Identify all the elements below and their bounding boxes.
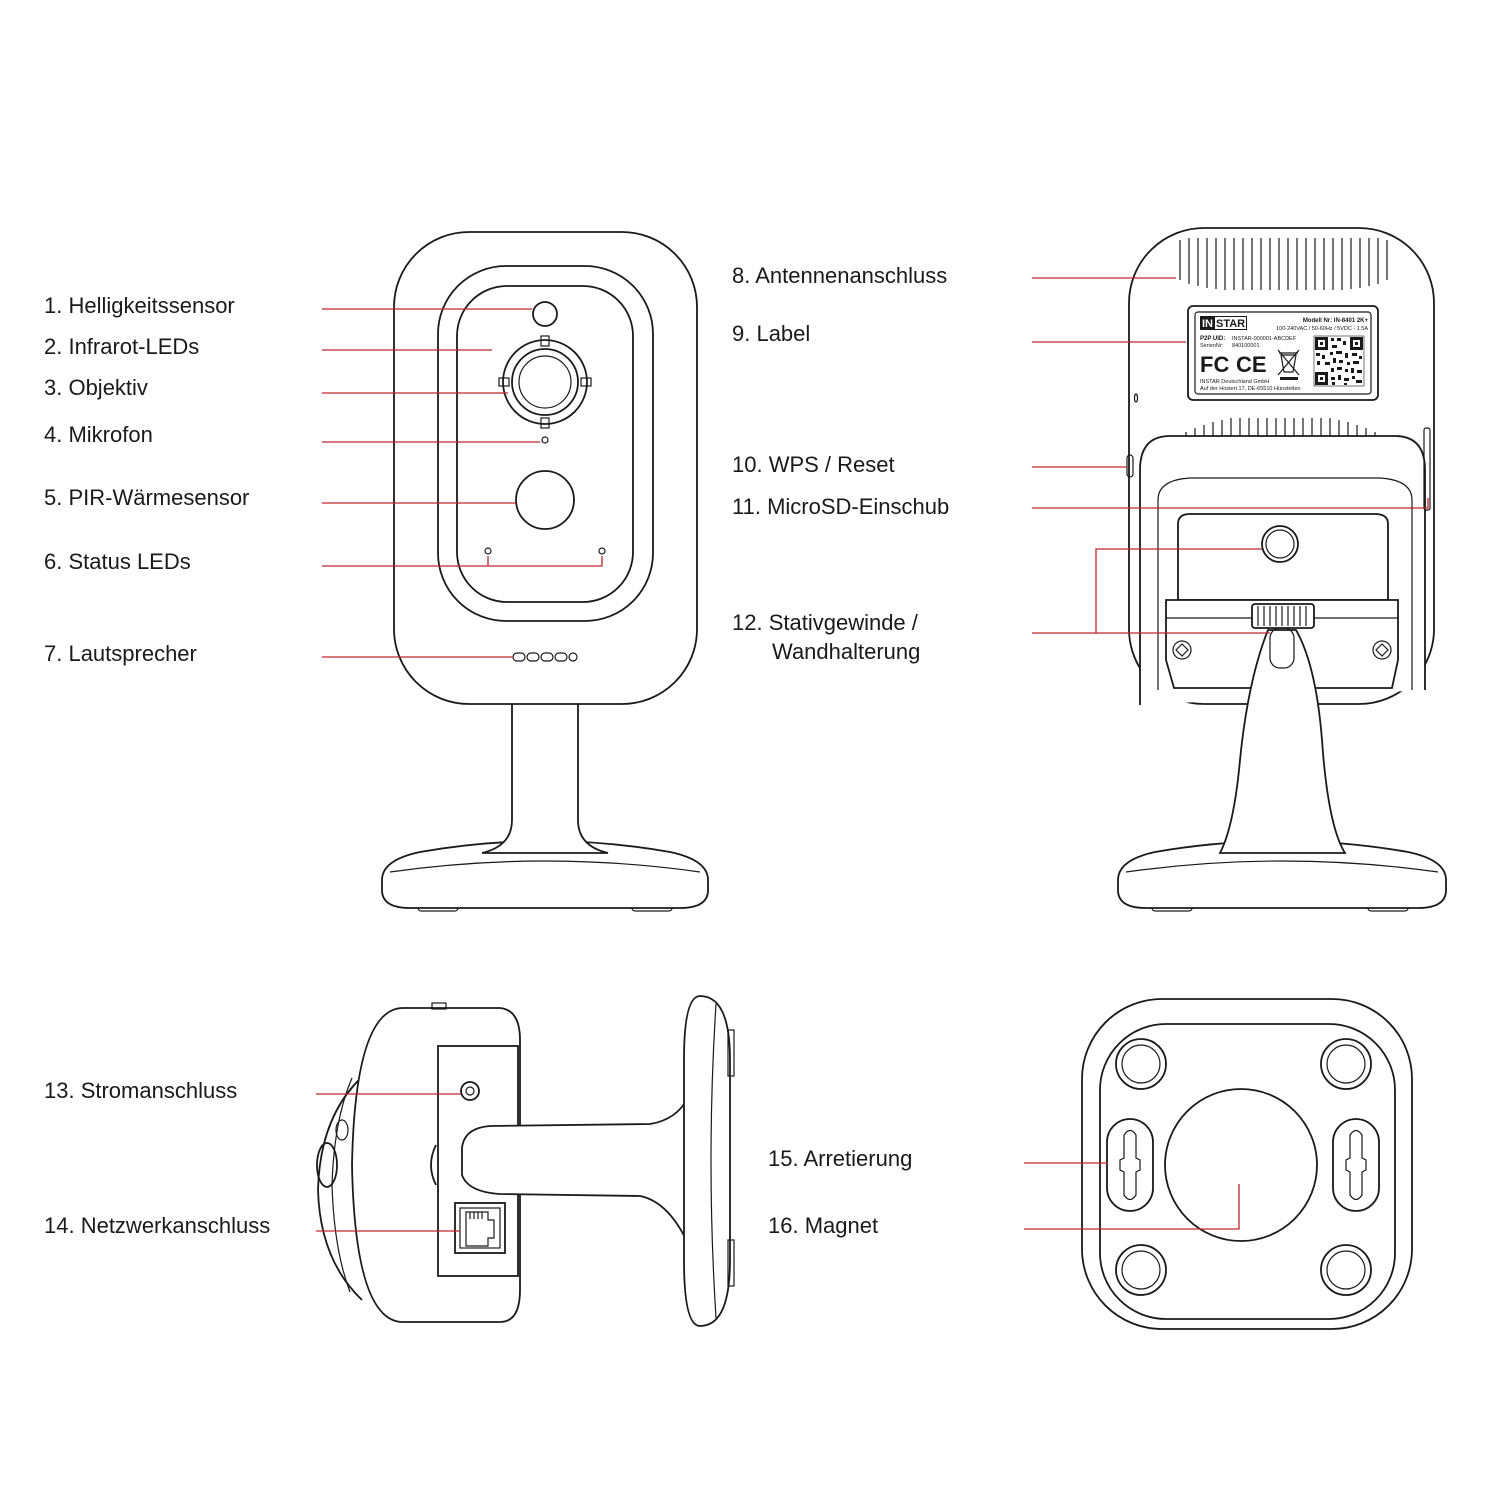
- label-model: Modell Nr: IN-8401 2K+: [1303, 318, 1369, 324]
- fcc-mark: FC: [1200, 352, 1229, 377]
- qr-code-icon: [1313, 335, 1365, 387]
- label-netzwerkanschluss: 14. Netzwerkanschluss: [44, 1213, 270, 1238]
- label-magnet: 16. Magnet: [768, 1213, 878, 1238]
- label-antennenanschluss: 8. Antennenanschluss: [732, 263, 947, 288]
- label-pir-waermesensor: 5. PIR-Wärmesensor: [44, 485, 249, 510]
- label-status-leds: 6. Status LEDs: [44, 549, 191, 574]
- label-stativgewinde: 12. Stativgewinde /: [732, 610, 919, 635]
- label-p2p-key: P2P UID:: [1200, 336, 1225, 342]
- label-mikrofon: 4. Mikrofon: [44, 422, 153, 447]
- label-serial-value: 840100001: [1232, 343, 1260, 349]
- callout-labels: 1. Helligkeitssensor 2. Infrarot-LEDs 3.…: [44, 263, 949, 1238]
- label-lautsprecher: 7. Lautsprecher: [44, 641, 197, 666]
- ce-mark: CE: [1236, 352, 1267, 377]
- camera-front-view-icon: [381, 231, 709, 912]
- leader-16: [1024, 1184, 1240, 1230]
- weee-bin-icon: [1277, 349, 1300, 380]
- label-power: 100-240VAC / 50-60Hz / 5VDC - 1.5A: [1276, 326, 1368, 332]
- label-objektiv: 3. Objektiv: [44, 375, 148, 400]
- brand-logo-star: STAR: [1216, 318, 1245, 330]
- label-wps-reset: 10. WPS / Reset: [732, 452, 895, 477]
- brand-logo-in: IN: [1202, 318, 1213, 330]
- camera-base-bottom-view-icon: [1081, 998, 1413, 1330]
- label-arretierung: 15. Arretierung: [768, 1146, 912, 1171]
- label-p2p-value: INSTAR-000001-ABCDEF: [1232, 336, 1297, 342]
- label-stromanschluss: 13. Stromanschluss: [44, 1078, 237, 1103]
- device-label-plate: IN STAR Modell Nr: IN-8401 2K+ 100-240VA…: [1187, 305, 1379, 401]
- label-wandhalterung: Wandhalterung: [772, 639, 920, 664]
- camera-side-view-icon: [316, 995, 735, 1327]
- top-vent-grille: [1179, 238, 1388, 290]
- leader-6: [322, 556, 603, 567]
- leader-lines: [316, 277, 1429, 1232]
- label-label: 9. Label: [732, 321, 810, 346]
- label-serial-key: SerienNr:: [1200, 343, 1224, 349]
- leader-12: [1032, 548, 1270, 634]
- leader-11: [1032, 498, 1429, 509]
- label-helligkeitssensor: 1. Helligkeitssensor: [44, 293, 235, 318]
- camera-back-view-icon: IN STAR Modell Nr: IN-8401 2K+ 100-240VA…: [1117, 227, 1447, 912]
- label-address: Auf der Hostert 17, DE-65510 Hünstetten: [1200, 386, 1301, 392]
- label-company: INSTAR Deutschland GmbH: [1200, 379, 1269, 385]
- label-microsd-einschub: 11. MicroSD-Einschub: [732, 494, 949, 519]
- label-infrarot-leds: 2. Infrarot-LEDs: [44, 334, 199, 359]
